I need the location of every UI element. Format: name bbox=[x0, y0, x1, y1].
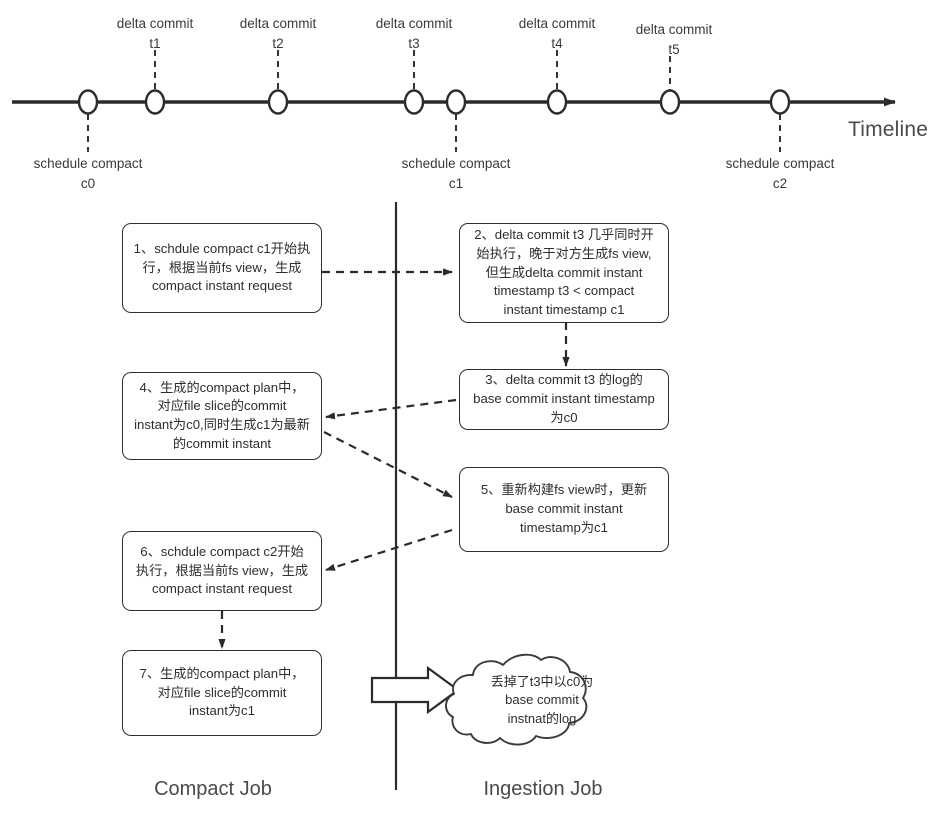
block-arrow-icon bbox=[370, 665, 460, 715]
timeline-node-t1[interactable] bbox=[144, 89, 166, 115]
connector-5-to-6 bbox=[325, 528, 453, 572]
result-cloud-shape bbox=[445, 653, 588, 746]
process-box-step-5[interactable]: 5、重新构建fs view时，更新 base commit instant ti… bbox=[459, 467, 669, 552]
process-box-step-7[interactable]: 7、生成的compact plan中， 对应file slice的commit … bbox=[122, 650, 322, 736]
process-box-step-3[interactable]: 3、delta commit t3 的log的 base commit inst… bbox=[459, 369, 669, 430]
process-box-step-4[interactable]: 4、生成的compact plan中， 对应file slice的commit … bbox=[122, 372, 322, 460]
timeline-nodes bbox=[77, 89, 791, 115]
timeline-leader-lines bbox=[87, 50, 781, 152]
timeline-node-c2[interactable] bbox=[769, 89, 791, 115]
connector-3-to-4 bbox=[325, 398, 457, 420]
process-box-step-1[interactable]: 1、schdule compact c1开始执 行，根据当前fs view，生成… bbox=[122, 223, 322, 313]
process-box-step-2[interactable]: 2、delta commit t3 几乎同时开 始执行，晚于对方生成fs vie… bbox=[459, 223, 669, 323]
timeline-node-c1[interactable] bbox=[445, 89, 467, 115]
flow-connectors bbox=[218, 268, 570, 649]
connector-4-to-5 bbox=[323, 431, 453, 498]
lane-label-compact-job: Compact Job bbox=[154, 778, 272, 800]
lane-label-ingestion-job: Ingestion Job bbox=[483, 778, 603, 800]
timeline-node-t5[interactable] bbox=[659, 89, 681, 115]
process-box-step-6[interactable]: 6、schdule compact c2开始 执行，根据当前fs view，生成… bbox=[122, 531, 322, 611]
timeline-node-t2[interactable] bbox=[267, 89, 289, 115]
timeline-node-t3[interactable] bbox=[403, 89, 425, 115]
result-cloud-label: 丢掉了t3中以c0为 base commit instnat的log bbox=[490, 674, 594, 726]
timeline-axis-label: Timeline bbox=[848, 118, 929, 141]
timeline-node-c0[interactable] bbox=[77, 89, 99, 115]
timeline-node-t4[interactable] bbox=[546, 89, 568, 115]
